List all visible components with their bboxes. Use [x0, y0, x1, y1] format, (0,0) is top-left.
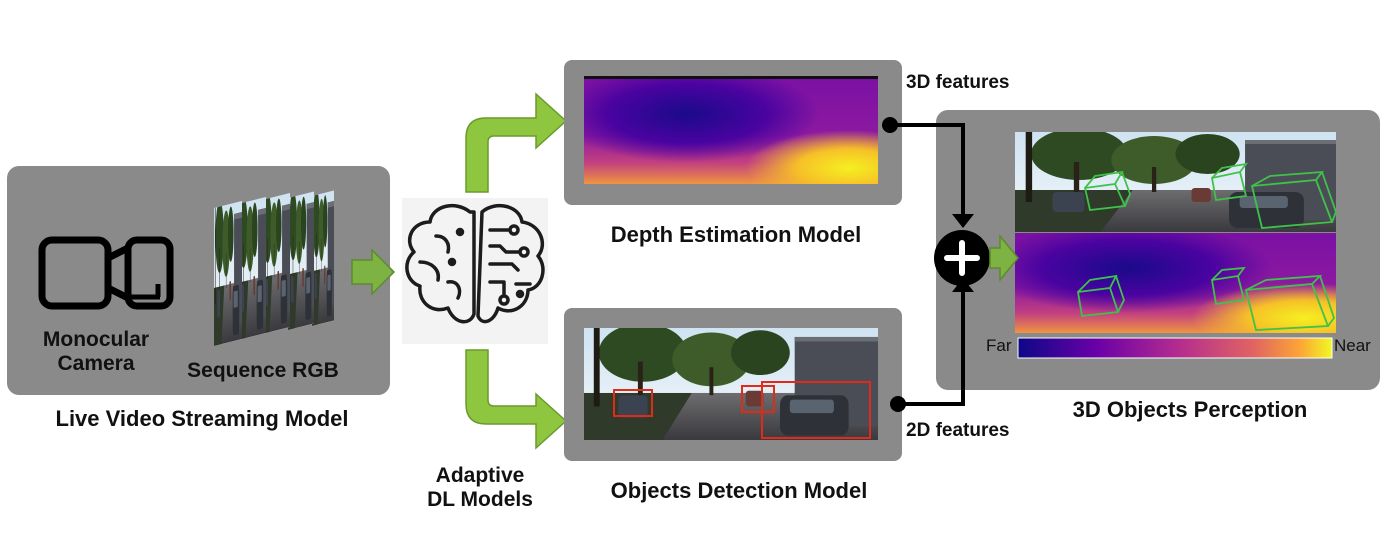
models-caption: Adaptive DL Models — [420, 464, 540, 512]
depth-colorbar — [1017, 337, 1333, 359]
arrow-to-detection — [465, 349, 568, 450]
plus-circle-icon — [934, 230, 990, 286]
perception-caption: 3D Objects Perception — [1072, 397, 1308, 422]
detection-box — [741, 385, 775, 413]
camera-label: Monocular Camera — [36, 328, 156, 376]
depth-feature-label: 3D features — [906, 72, 1010, 93]
arrow-to-perception — [989, 233, 1019, 283]
depth-map-image — [584, 76, 878, 184]
connector-dot — [882, 117, 898, 133]
arrow-to-depth — [465, 92, 568, 193]
models-caption-line2: DL Models — [427, 488, 533, 512]
models-caption-line1: Adaptive — [435, 464, 525, 487]
live-panel-caption: Live Video Streaming Model — [55, 406, 349, 431]
brain-circuit-icon — [402, 198, 548, 344]
camera-label-line1: Monocular — [42, 328, 150, 351]
video-camera-icon — [38, 236, 174, 310]
detection-image — [584, 328, 878, 440]
rgb-frame-stack — [214, 190, 334, 346]
detection-caption: Objects Detection Model — [610, 478, 868, 503]
arrow-to-models — [351, 248, 396, 296]
feature-connectors — [890, 123, 965, 406]
depth-caption: Depth Estimation Model — [610, 222, 862, 247]
colorbar-far-label: Far — [986, 336, 1012, 355]
camera-label-line2: Camera — [57, 352, 135, 376]
perception-rgb-image — [1015, 132, 1337, 232]
detection-box — [613, 389, 653, 417]
connector-arrowhead — [952, 214, 974, 228]
frames-label: Sequence RGB — [187, 359, 339, 382]
detection-feature-label: 2D features — [906, 420, 1010, 441]
connector-dot — [890, 396, 906, 412]
detection-box — [761, 381, 871, 439]
perception-depth-image — [1015, 233, 1336, 333]
colorbar-near-label: Near — [1334, 336, 1371, 355]
